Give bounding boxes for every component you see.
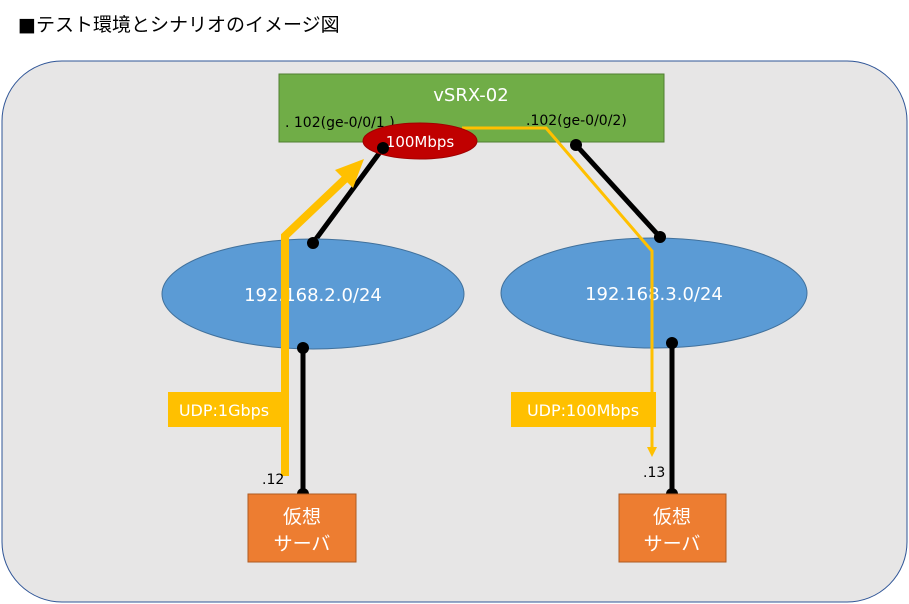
flow-path-1gbps <box>281 176 348 476</box>
shaper-ellipse <box>362 122 478 160</box>
flow-label-100mbps: UDP:100Mbps <box>527 401 639 420</box>
host-label-line2: サーバ <box>644 533 701 555</box>
port-dot <box>570 139 582 151</box>
flow-path-100mbps <box>462 126 657 457</box>
router-left-interface: . 102(ge-0/0/1 ) <box>285 115 395 131</box>
port-dot <box>654 231 666 243</box>
port-dot <box>666 337 678 349</box>
host-address-2: .13 <box>643 465 665 481</box>
port-dot <box>297 342 309 354</box>
host-address-1: .12 <box>262 472 284 488</box>
port-dot <box>377 142 389 154</box>
router-right-interface: .102(ge-0/0/2) <box>526 113 627 129</box>
host-box-1 <box>247 493 357 563</box>
shaper-label: 100Mbps <box>386 133 455 151</box>
flow-arrowhead-1gbps <box>335 159 364 188</box>
router-name: vSRX-02 <box>433 85 508 106</box>
network-label-1: 192.168.2.0/24 <box>244 285 382 306</box>
link-router-net1 <box>310 146 386 245</box>
flow-label-box-100mbps <box>511 392 656 427</box>
flow-label-1gbps: UDP:1Gbps <box>179 401 269 420</box>
diagram-title: ■テスト環境とシナリオのイメージ図 <box>18 14 340 36</box>
router-box <box>278 73 665 143</box>
host-label-line1: 仮想 <box>283 506 321 528</box>
network-label-2: 192.168.3.0/24 <box>585 284 723 305</box>
background-panel <box>1 60 908 603</box>
network-192-168-3 <box>500 237 808 349</box>
flow-label-box-1gbps <box>168 392 281 427</box>
host-box-2 <box>618 493 727 563</box>
link-router-net2 <box>574 143 662 239</box>
port-dot <box>307 237 319 249</box>
host-label-line2: サーバ <box>274 533 331 555</box>
host-label-line1: 仮想 <box>653 506 691 528</box>
